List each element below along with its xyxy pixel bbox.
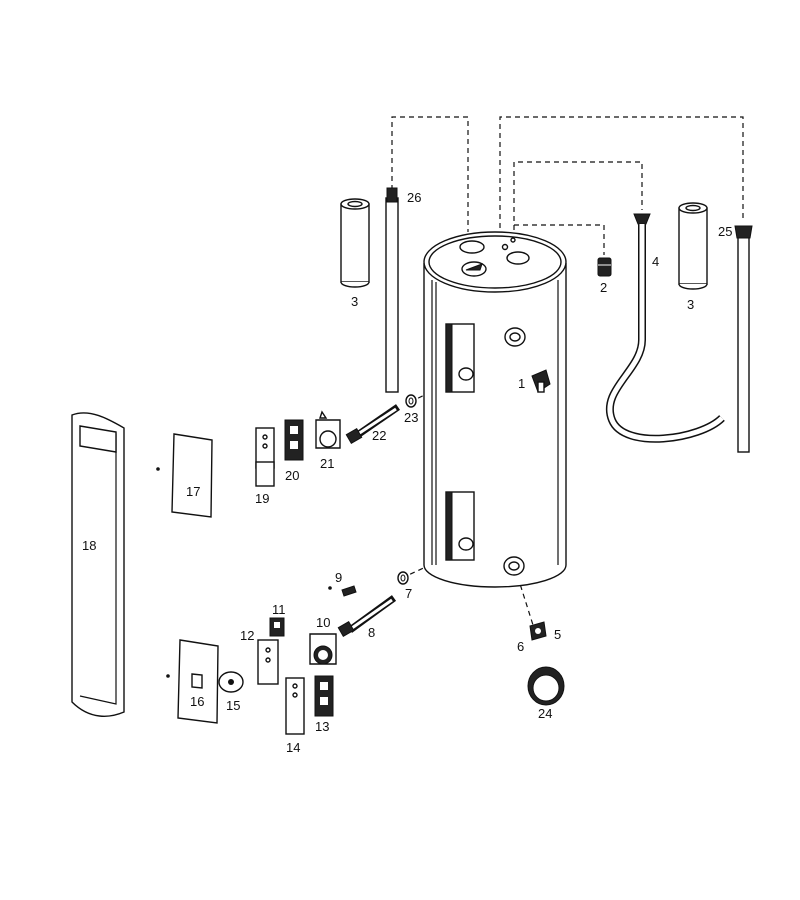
part-18-jacket-panel — [71, 412, 125, 717]
label-7: 7 — [405, 586, 412, 601]
label-3-right: 3 — [687, 297, 694, 312]
part-25-anode-rod — [734, 225, 753, 453]
label-23: 23 — [404, 410, 418, 425]
part-4-dip-tube — [605, 213, 725, 443]
part-17-access-cover — [156, 433, 213, 518]
label-4: 4 — [652, 254, 659, 269]
part-3-insulation-tube-right — [678, 202, 708, 290]
part-16-access-cover — [166, 639, 219, 724]
part-20-thermostat — [284, 419, 304, 461]
part-9-clip — [328, 585, 357, 597]
part-15-disk — [218, 671, 244, 693]
label-14: 14 — [286, 740, 300, 755]
label-20: 20 — [285, 468, 299, 483]
label-21: 21 — [320, 456, 334, 471]
label-3-left: 3 — [351, 294, 358, 309]
label-13: 13 — [315, 719, 329, 734]
part-7-gasket — [397, 571, 409, 585]
part-8-heating-element — [337, 595, 397, 638]
part-2-nipple — [597, 257, 612, 277]
part-5-drain-valve — [529, 621, 547, 641]
part-19-thermostat-bracket — [255, 427, 275, 487]
label-18: 18 — [82, 538, 96, 553]
label-5: 5 — [554, 627, 561, 642]
label-24: 24 — [538, 706, 552, 721]
label-12: 12 — [240, 628, 254, 643]
label-22: 22 — [372, 428, 386, 443]
part-10-bracket — [309, 633, 337, 665]
part-22-heating-element — [345, 404, 400, 445]
label-26: 26 — [407, 190, 421, 205]
part-labels: 26 3 2 4 3 25 1 23 22 21 20 19 17 18 9 7… — [82, 190, 732, 755]
label-1: 1 — [518, 376, 525, 391]
label-2: 2 — [600, 280, 607, 295]
label-19: 19 — [255, 491, 269, 506]
label-6: 6 — [517, 639, 524, 654]
part-1-fitting — [531, 369, 551, 393]
part-3-insulation-tube-left — [340, 198, 370, 288]
label-25: 25 — [718, 224, 732, 239]
part-26-anode-rod — [385, 187, 399, 393]
part-14-thermostat-bracket — [285, 677, 305, 735]
label-10: 10 — [316, 615, 330, 630]
part-24-cap — [527, 666, 565, 706]
label-17: 17 — [186, 484, 200, 499]
label-15: 15 — [226, 698, 240, 713]
label-11: 11 — [272, 602, 286, 617]
water-heater-tank — [423, 231, 567, 588]
label-16: 16 — [190, 694, 204, 709]
label-8: 8 — [368, 625, 375, 640]
part-21-bracket — [315, 410, 341, 449]
part-12-bracket-plate — [257, 639, 279, 685]
part-11-thermostat-part — [269, 617, 285, 637]
label-9: 9 — [335, 570, 342, 585]
part-23-gasket — [405, 394, 417, 408]
part-13-thermostat — [314, 675, 334, 717]
